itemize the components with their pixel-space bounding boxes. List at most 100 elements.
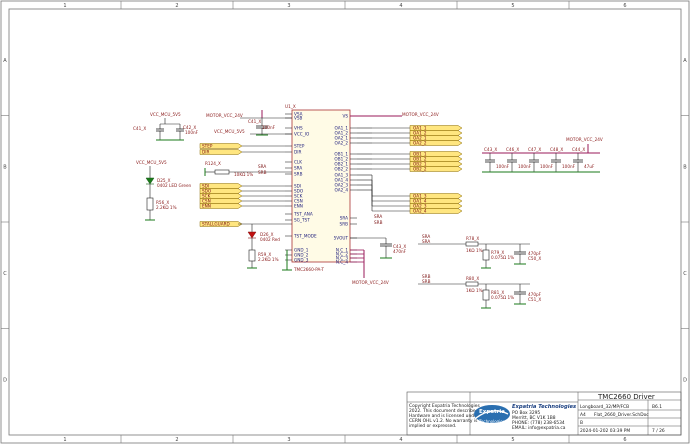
port-right-label: OA2_3 [413, 204, 427, 209]
net-sra-right: SRA [374, 214, 382, 219]
zone-row-right: C [683, 271, 687, 277]
sense-a-group: SRA SRA R78_X 1KΩ 1% R79_X 0.075Ω 1% 470… [418, 234, 542, 269]
ic-pin-left: GND_1 [294, 248, 309, 253]
zone-col-top: 3 [287, 3, 290, 9]
ic-pin-right: OA1_1 [334, 126, 348, 131]
ic-pin-left: SDO [294, 189, 304, 194]
bulk-cap-value: 100nF [518, 164, 532, 169]
port-left [199, 198, 243, 204]
bulk-cap-value: 47uF [584, 164, 595, 169]
motor-vcc-label-ic-left: MOTOR_VCC_24V [206, 113, 243, 118]
ic-pin-right: VS [342, 114, 348, 119]
ic-pin-right: N.C_2 [336, 252, 348, 257]
cap-c41b-ref: C41_X [248, 119, 261, 124]
cap-srb-value: 470pF [528, 292, 542, 297]
resistor-r124-ref: R124_X [205, 161, 221, 166]
cap-c43-ref: C43_X [393, 244, 406, 249]
vcc-mcu-cap-group: VCC_MCU_5V5 C41_X C42_X 100nF [133, 112, 199, 141]
ic-pin-right: OB2_1 [334, 162, 348, 167]
cap-c43-value: 470nF [393, 249, 407, 254]
project-name: Longboard_32/MP/FCB [580, 404, 629, 410]
copyright-line-4: CERN OHL v1.2. No warranty is [409, 418, 478, 424]
port-left-label: ENN [202, 204, 211, 209]
motor-vcc-label-bulk: MOTOR_VCC_24V [566, 137, 603, 142]
led-d25-icon [145, 177, 155, 185]
sheet-number: 7 / 26 [652, 428, 665, 434]
resistor-r78-icon [465, 241, 479, 247]
ic-pin-right: SRA [340, 216, 348, 221]
port-right [409, 130, 463, 136]
port-right-label: OB1_2 [413, 157, 427, 162]
bulk-cap-ref: C46_X [506, 147, 519, 152]
ic-pin-right: N.C_4 [336, 260, 348, 265]
title-block: Copyright Expatria Technologies 2022. Th… [406, 391, 682, 436]
company-address-2: Merritt, BC V1K 1B8 [512, 415, 556, 421]
zone-row-left: C [3, 271, 7, 277]
ic-pin-right: OA1_2 [334, 131, 348, 136]
logo-text-1: Expatria [479, 409, 505, 415]
ic-pin-left: TST_MODE [293, 234, 317, 239]
nc-motor-vcc: MOTOR_VCC_24V [350, 249, 389, 285]
port-left [199, 221, 243, 227]
vout-cap-group: C43_X 470nF [350, 237, 407, 259]
cap-sra-value: 470pF [528, 251, 542, 256]
vcc-io-net: VCC_MCU_5V5 [214, 129, 292, 135]
zone-col-top: 6 [623, 3, 626, 9]
zone-row-right: A [683, 58, 687, 64]
ic-pin-right: OA1_3 [334, 173, 348, 178]
port-left-label: CSN [202, 199, 211, 204]
net-sra-left: SRA [258, 164, 266, 169]
port-right-label: OA2_1 [413, 136, 427, 141]
port-right [409, 140, 463, 146]
ic-pin-left: VHS [294, 126, 303, 131]
cap-srb-ref: C51_X [528, 297, 541, 302]
ic-pin-right: OA2_3 [334, 183, 348, 188]
motor-vcc-label-nc: MOTOR_VCC_24V [352, 280, 389, 285]
file-name: Flat_2660_Driver.SchDoc [594, 412, 649, 418]
net-srb-sense: SRB [422, 274, 431, 279]
port-right [409, 161, 463, 167]
project-rev: B6.1 [652, 404, 662, 410]
resistor-r80-icon [465, 281, 479, 287]
sense-b-group: SRB SRB R80_X 1KΩ 1% R81_X 0.075Ω 1% 470… [418, 274, 542, 309]
ic-pin-left: ENN [294, 204, 303, 209]
net-srb-left: SRB [258, 170, 267, 175]
resistor-r78-ref: R78_X [466, 236, 479, 241]
motor-vcc-vs: MOTOR_VCC_24V [350, 112, 439, 117]
port-right [409, 203, 463, 209]
port-left-label: STEP [202, 144, 213, 149]
port-left-label: DIR [202, 150, 209, 155]
zone-col-top: 5 [511, 3, 514, 9]
cap-c42-ref: C42_X [183, 125, 196, 130]
net-srb-right: SRB [374, 220, 383, 225]
ic-pin-left: SG_TST [294, 218, 310, 223]
resistor-r78-value: 1KΩ 1% [466, 248, 483, 253]
expatria-logo: Expatria Technologies [474, 405, 510, 424]
net-sra-sense-2: SRA [422, 239, 430, 244]
zone-col-bottom: 2 [175, 437, 178, 443]
resistor-r56-value: 2.2KΩ 1% [156, 205, 177, 210]
ic-pin-left: VSB [294, 116, 303, 121]
bulk-cap-ref: C44_X [572, 147, 585, 152]
zone-row-left: D [3, 378, 7, 384]
ic-pin-right: OA1_4 [334, 178, 348, 183]
resistor-r56-icon [146, 197, 154, 211]
sheet-title: TMC2660 Driver [597, 393, 655, 401]
size-value: A4 [580, 412, 586, 418]
port-left [199, 203, 243, 209]
date-value: 2024-01-202 03:39 PM [580, 428, 630, 434]
ic-body [291, 109, 351, 263]
company-phone: PHONE: (778) 238-6534 [512, 420, 565, 426]
port-left [199, 183, 243, 189]
resistor-r79-ref: R79_X [491, 250, 504, 255]
zone-col-top: 1 [63, 3, 66, 9]
ic-pin-right: OA2_4 [334, 188, 348, 193]
led-d26-value: 0402 Red [260, 237, 280, 242]
port-right-label: OB2_1 [413, 162, 427, 167]
company-name: Expatria Technologies [512, 404, 576, 410]
bulk-caps: C43_X100nFC46_X100nFC47_X100nFC48_X100nF… [484, 147, 595, 172]
